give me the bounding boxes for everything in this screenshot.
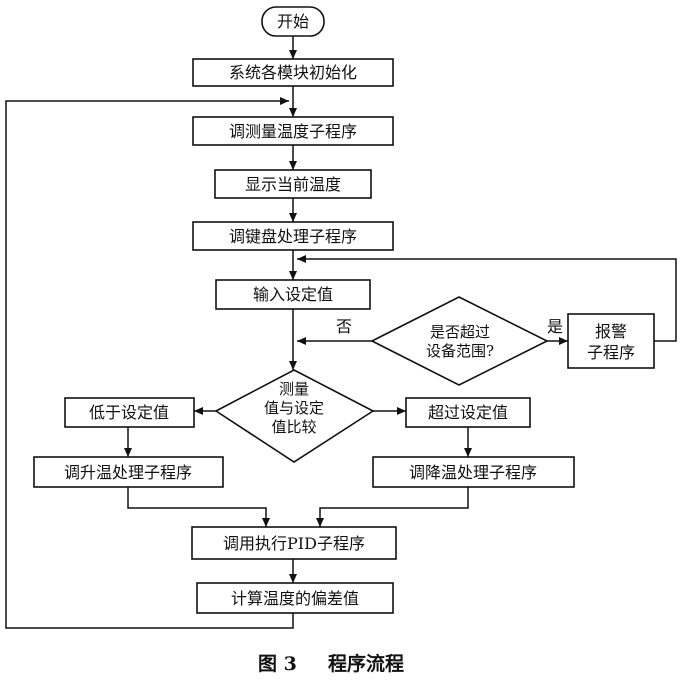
node-above: 超过设定值 [405, 397, 531, 428]
label-yes: 是 [547, 317, 563, 336]
node-input: 输入设定值 [215, 279, 371, 310]
range-check-diamond [370, 296, 549, 386]
display-label: 显示当前温度 [245, 175, 341, 194]
below-label: 低于设定值 [89, 403, 169, 422]
node-compare: 测量 值与设定 值比较 [214, 369, 375, 463]
pid-label: 调用执行PID子程序 [223, 534, 365, 553]
node-measure: 调测量温度子程序 [192, 116, 394, 146]
node-cool: 调降温处理子程序 [372, 456, 575, 488]
alarm-box [567, 313, 655, 369]
heat-box [33, 456, 224, 488]
start-label: 开始 [277, 12, 309, 31]
input-box [215, 279, 371, 310]
figure-title: 程序流程 [328, 652, 404, 675]
node-range-check: 是否超过 设备范围? [370, 296, 549, 386]
alarm-line1: 报警 [595, 322, 627, 341]
measure-label: 调测量温度子程序 [229, 122, 357, 141]
node-heat: 调升温处理子程序 [33, 456, 224, 488]
node-deviation: 计算温度的偏差值 [196, 582, 394, 614]
heat-label: 调升温处理子程序 [64, 463, 192, 482]
keyboard-label: 调键盘处理子程序 [229, 227, 357, 246]
node-init: 系统各模块初始化 [192, 58, 394, 87]
label-no: 否 [336, 317, 352, 336]
compare-diamond [214, 369, 375, 463]
compare-line2: 值与设定 [264, 399, 324, 417]
keyboard-box [192, 221, 394, 251]
above-box [405, 397, 531, 428]
arrow-alarm-loop [297, 255, 677, 342]
arrow-loop-back [5, 97, 294, 629]
init-label: 系统各模块初始化 [229, 63, 357, 82]
cool-box [372, 456, 575, 488]
deviation-label: 计算温度的偏差值 [231, 589, 359, 608]
connectors [5, 36, 677, 629]
node-keyboard: 调键盘处理子程序 [192, 221, 394, 251]
above-label: 超过设定值 [428, 403, 508, 422]
node-below: 低于设定值 [64, 397, 195, 428]
start-terminal [261, 6, 325, 37]
init-box [192, 58, 394, 87]
deviation-box [196, 582, 394, 614]
display-box [214, 169, 372, 199]
node-start: 开始 [261, 6, 325, 37]
pid-box [191, 526, 397, 560]
below-box [64, 397, 195, 428]
arrow-cool-pid [316, 487, 469, 527]
measure-box [192, 116, 394, 146]
arrow-heat-pid [127, 487, 270, 527]
range-check-line1: 是否超过 [430, 323, 490, 341]
node-display: 显示当前温度 [214, 169, 372, 199]
range-check-line2: 设备范围? [426, 342, 494, 360]
compare-line1: 测量 [279, 380, 309, 398]
node-alarm: 报警 子程序 [567, 313, 655, 369]
figure-number: 图 3 [258, 653, 297, 675]
input-label: 输入设定值 [253, 285, 333, 304]
node-pid: 调用执行PID子程序 [191, 526, 397, 560]
alarm-line2: 子程序 [587, 343, 635, 362]
cool-label: 调降温处理子程序 [409, 463, 537, 482]
compare-line3: 值比较 [271, 418, 316, 436]
